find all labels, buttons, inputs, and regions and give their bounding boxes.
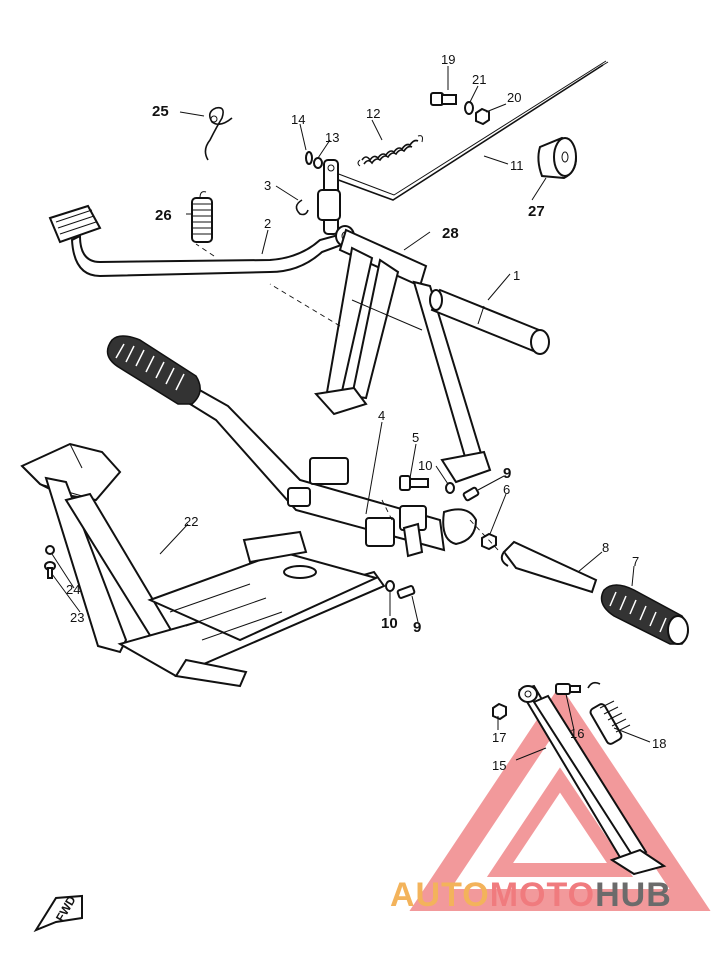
part-18-spring <box>587 681 631 745</box>
part-14-pin <box>305 151 313 165</box>
callout-26: 26 <box>155 207 172 224</box>
callout-22: 22 <box>184 514 198 529</box>
callout-labels: 1 2 3 4 5 6 7 8 9 9 10 10 11 12 13 14 15… <box>66 52 666 773</box>
part-19-bolt <box>430 92 457 106</box>
part-7-footrest-rubber <box>600 584 689 645</box>
part-27-stopper <box>537 136 578 180</box>
part-12-spring <box>357 135 423 167</box>
watermark-logo-mark <box>409 685 711 911</box>
callout-18: 18 <box>652 736 666 751</box>
callout-15: 15 <box>492 758 506 773</box>
part-3-clip <box>295 199 309 216</box>
watermark-auto: AUTO <box>390 876 490 914</box>
part-1-shaft <box>429 288 550 355</box>
callout-13: 13 <box>325 130 339 145</box>
part-26-spring <box>191 191 213 243</box>
callout-10-lower: 10 <box>381 615 398 632</box>
part-8-footrest-bracket <box>500 540 598 594</box>
part-21-washer <box>464 101 474 115</box>
part-11-brake-rod <box>332 60 609 201</box>
callout-27: 27 <box>528 203 545 220</box>
callout-7: 7 <box>632 554 639 569</box>
part-25-hook <box>204 106 233 161</box>
callout-17: 17 <box>492 730 506 745</box>
part-10-washer-lower <box>385 580 395 592</box>
watermark-text: AUTOMOTOHUB <box>390 876 672 914</box>
fwd-direction-marker: FWD <box>33 893 83 933</box>
callout-20: 20 <box>507 90 521 105</box>
part-13-washer <box>313 157 323 169</box>
svg-text:AUTOMOTOHUB: AUTOMOTOHUB <box>390 876 672 914</box>
callout-1: 1 <box>513 268 520 283</box>
callout-24: 24 <box>66 582 80 597</box>
callout-10-upper: 10 <box>418 458 432 473</box>
part-17-nut <box>492 702 507 721</box>
part-15-side-stand <box>518 684 667 876</box>
callout-23: 23 <box>70 610 84 625</box>
callout-14: 14 <box>291 112 305 127</box>
callout-21: 21 <box>472 72 486 87</box>
footpeg-left <box>106 335 201 405</box>
callout-11: 11 <box>510 158 524 173</box>
part-28-main-stand <box>314 228 492 484</box>
part-10-washer-upper <box>445 482 455 494</box>
callout-25: 25 <box>152 103 169 120</box>
leader-lines <box>51 66 651 761</box>
callout-28: 28 <box>442 225 459 242</box>
part-9-bolt-lower <box>396 585 416 599</box>
callout-9-lower: 9 <box>413 619 421 636</box>
part-16-bolt <box>555 683 581 695</box>
callout-3: 3 <box>264 178 271 193</box>
part-23-screw <box>44 561 56 579</box>
watermark-moto: MOTO <box>490 876 595 914</box>
callout-8: 8 <box>602 540 609 555</box>
callout-12: 12 <box>366 106 380 121</box>
part-6-nut <box>481 532 497 551</box>
callout-6: 6 <box>503 482 510 497</box>
callout-16: 16 <box>570 726 584 741</box>
callout-19: 19 <box>441 52 455 67</box>
callout-9-upper: 9 <box>503 465 511 482</box>
watermark-hub: HUB <box>595 876 672 914</box>
callout-4: 4 <box>378 408 385 423</box>
part-9-bolt-upper <box>462 486 480 502</box>
part-5-bolt <box>399 475 429 491</box>
part-20-nut <box>475 107 490 126</box>
part-4-footrest-bar <box>188 386 478 558</box>
callout-2: 2 <box>264 216 271 231</box>
part-24-washer <box>45 545 55 555</box>
callout-5: 5 <box>412 430 419 445</box>
part-22-frame <box>20 442 386 688</box>
